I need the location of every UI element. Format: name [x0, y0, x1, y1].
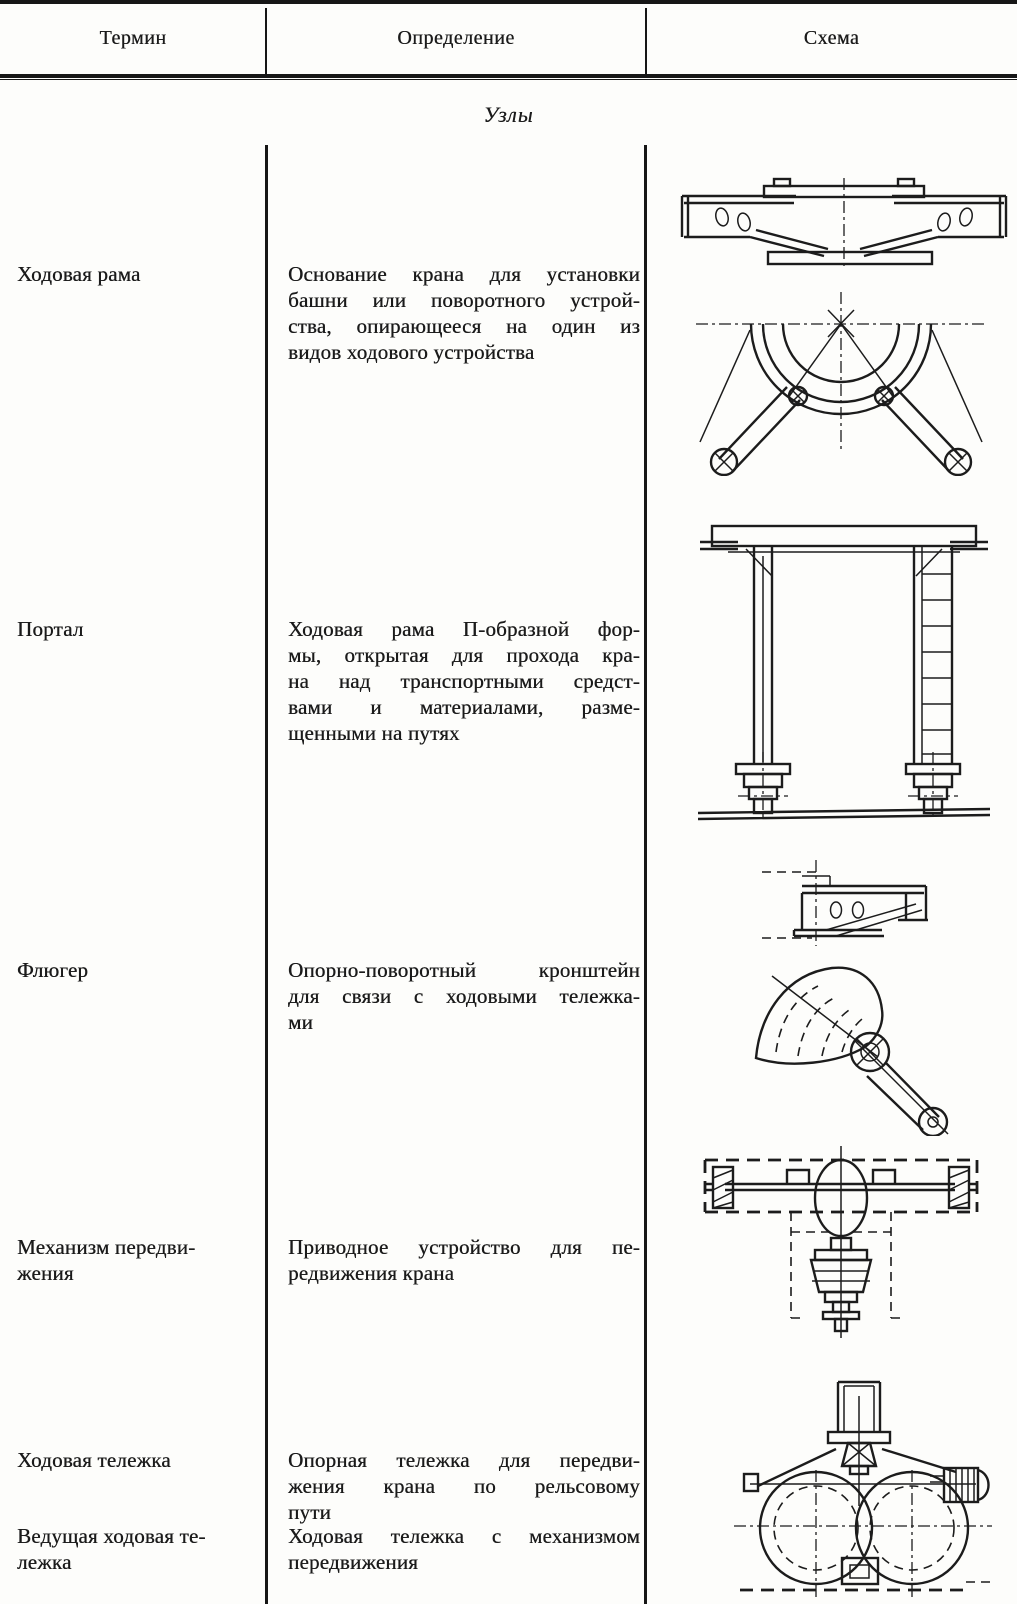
diagram-travel-mechanism-drive — [695, 1140, 987, 1340]
diagram-chassis-frame-side-view — [676, 176, 1012, 270]
definition-mekhanizm-peredvizheniya: Приводное устройство для пе-редвижения к… — [288, 1235, 640, 1285]
header-divider-definition-schema — [645, 8, 647, 74]
body-divider-definition-schema — [644, 145, 647, 1604]
definition-khodovaya-telezhka: Опорная тележка для передви-жения крана … — [288, 1448, 640, 1524]
column-header-term: Термин — [99, 27, 167, 49]
term-mekhanizm-peredvizheniya: Механизм передви-жения — [17, 1235, 196, 1285]
term-vedushchaya-khodovaya-telezhka: Ведущая ходовая те-лежка — [17, 1524, 206, 1574]
diagram-portal-gantry-frame — [698, 512, 990, 822]
header-bottom-rule — [0, 74, 1017, 78]
term-flyuger: Флюгер — [17, 958, 89, 982]
top-border-rule — [0, 0, 1017, 4]
header-bottom-rule-thin — [0, 79, 1017, 80]
term-khodovaya-rama: Ходовая рама — [17, 262, 141, 286]
header-divider-term-definition — [265, 8, 267, 74]
diagram-slewing-bracket-pivot-arm-view — [742, 956, 952, 1136]
diagram-slewing-bracket-side-view — [760, 858, 932, 948]
section-title-uzly: Узлы — [483, 102, 534, 127]
term-portal: Портал — [17, 617, 84, 641]
diagram-travel-trolley — [730, 1376, 996, 1602]
diagram-chassis-frame-plan-view — [688, 290, 994, 476]
term-khodovaya-telezhka: Ходовая тележка — [17, 1448, 171, 1472]
column-header-definition: Определение — [397, 27, 515, 49]
definition-portal: Ходовая рама П-образной фор-мы, открытая… — [288, 617, 640, 745]
body-divider-term-definition — [265, 145, 268, 1604]
column-header-schema: Схема — [803, 27, 860, 49]
